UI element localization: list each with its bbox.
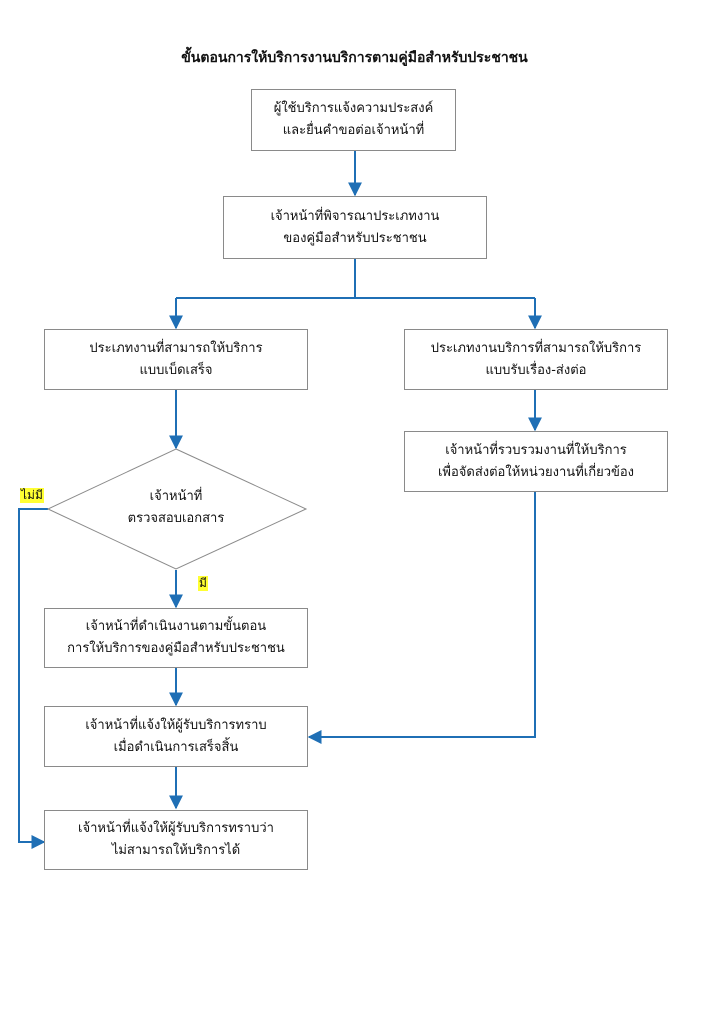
one-stop-line-1: ประเภทงานที่สามารถให้บริการ xyxy=(89,340,263,356)
one-stop-box: ประเภทงานที่สามารถให้บริการ แบบเบ็ดเสร็จ xyxy=(44,329,308,390)
consider-line-2: ของคู่มือสำหรับประชาชน xyxy=(283,230,427,246)
notify-done-box: เจ้าหน้าที่แจ้งให้ผู้รับบริการทราบ เมื่อ… xyxy=(44,706,308,767)
check-line-1: เจ้าหน้าที่ xyxy=(149,489,203,504)
collect-box: เจ้าหน้าที่รวบรวมงานที่ให้บริการ เพื่อจั… xyxy=(404,431,668,492)
notify-fail-box: เจ้าหน้าที่แจ้งให้ผู้รับบริการทราบว่า ไม… xyxy=(44,810,308,870)
start-box: ผู้ใช้บริการแจ้งความประสงค์ และยื่นคำขอต… xyxy=(251,89,456,151)
check-decision-diamond xyxy=(46,448,308,570)
one-stop-line-2: แบบเบ็ดเสร็จ xyxy=(139,362,213,378)
collect-line-2: เพื่อจัดส่งต่อให้หน่วยงานที่เกี่ยวข้อง xyxy=(437,464,635,480)
consider-line-1: เจ้าหน้าที่พิจารณาประเภทงาน xyxy=(270,208,440,224)
arrow-check-no xyxy=(18,508,48,849)
process-line-1: เจ้าหน้าที่ดำเนินงานตามขั้นตอน xyxy=(85,619,267,634)
no-label: ไม่มี xyxy=(20,488,44,503)
notify-done-line-1: เจ้าหน้าที่แจ้งให้ผู้รับบริการทราบ xyxy=(85,717,267,733)
notify-done-line-2: เมื่อดำเนินการเสร็จสิ้น xyxy=(113,739,239,755)
flowchart-title: ขั้นตอนการให้บริการงานบริการตามคู่มือสำห… xyxy=(181,50,528,66)
notify-fail-line-2: ไม่สามารถให้บริการได้ xyxy=(111,843,241,858)
forward-line-1: ประเภทงานบริการที่สามารถให้บริการ xyxy=(430,340,642,356)
collect-line-1: เจ้าหน้าที่รวบรวมงานที่ให้บริการ xyxy=(445,442,627,458)
process-box: เจ้าหน้าที่ดำเนินงานตามขั้นตอน การให้บริ… xyxy=(44,608,308,668)
forward-box: ประเภทงานบริการที่สามารถให้บริการ แบบรับ… xyxy=(404,329,668,390)
consider-box: เจ้าหน้าที่พิจารณาประเภทงาน ของคู่มือสำห… xyxy=(223,196,487,259)
notify-fail-line-1: เจ้าหน้าที่แจ้งให้ผู้รับบริการทราบว่า xyxy=(78,821,274,836)
yes-label: มี xyxy=(198,576,208,591)
forward-line-2: แบบรับเรื่อง-ส่งต่อ xyxy=(485,362,587,378)
process-line-2: การให้บริการของคู่มือสำหรับประชาชน xyxy=(67,641,285,656)
start-line-2: และยื่นคำขอต่อเจ้าหน้าที่ xyxy=(282,123,425,138)
start-line-1: ผู้ใช้บริการแจ้งความประสงค์ xyxy=(273,101,434,116)
check-line-2: ตรวจสอบเอกสาร xyxy=(127,511,225,526)
check-label: เจ้าหน้าที่ ตรวจสอบเอกสาร xyxy=(96,486,256,530)
arrow-collect-to-notify xyxy=(307,492,536,744)
